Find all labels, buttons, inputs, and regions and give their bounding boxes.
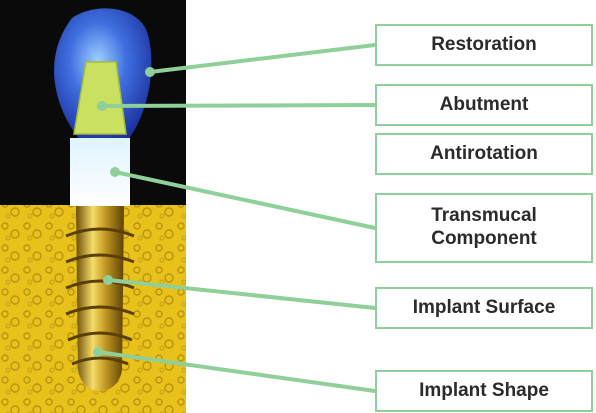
label-implant-surface: Implant Surface — [375, 287, 593, 329]
label-abutment: Abutment — [375, 84, 593, 126]
label-implant-shape: Implant Shape — [375, 370, 593, 412]
label-antirotation: Antirotation — [375, 133, 593, 175]
label-transmucal-component: Transmucal Component — [375, 193, 593, 263]
label-restoration: Restoration — [375, 24, 593, 66]
implant-body — [76, 206, 124, 391]
